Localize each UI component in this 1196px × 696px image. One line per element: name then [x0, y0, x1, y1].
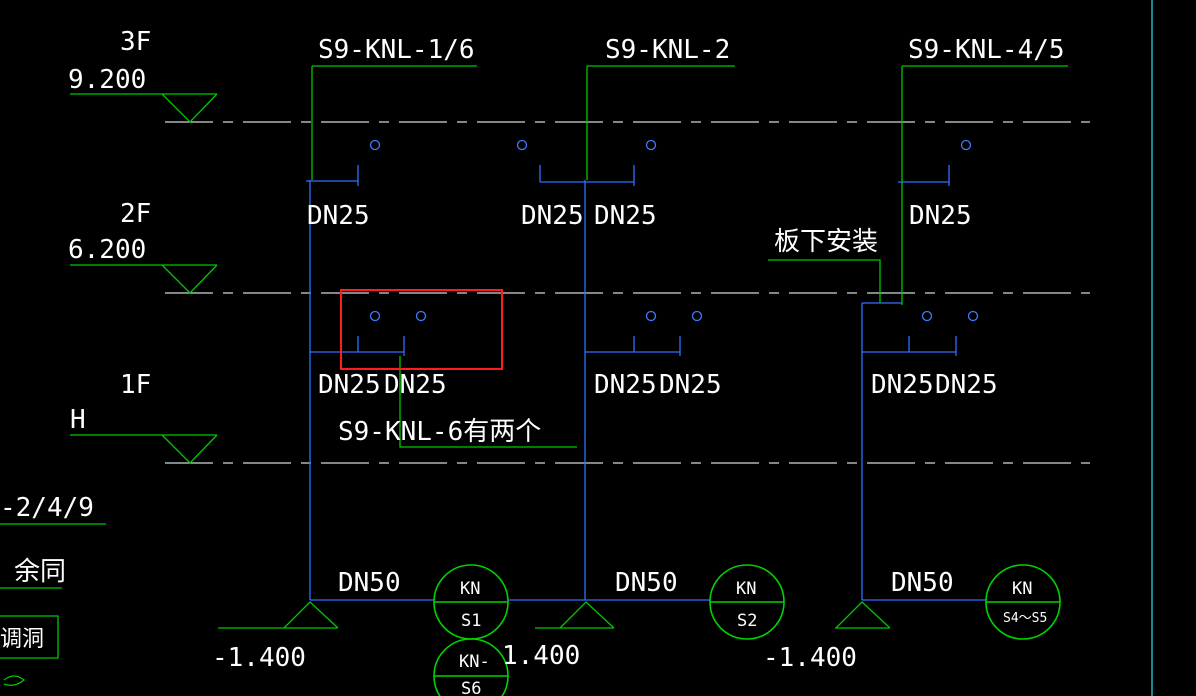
elevation-symbol-2f: [70, 264, 218, 294]
sprinkler-r2-1f-b: [691, 310, 703, 322]
under-slab-note: 板下安装: [774, 227, 878, 257]
kn-node-r3-bottom: S4～S5: [1003, 611, 1047, 626]
under-slab-leader: [768, 259, 881, 303]
highlight-box: [340, 289, 503, 370]
kn-node-r3: [985, 564, 1061, 640]
dn-r1-1f-a: DN25: [318, 370, 381, 400]
s6-elev: 1.400: [502, 641, 580, 671]
dn-r2-main: DN50: [615, 568, 678, 598]
dn-r1-2f: DN25: [307, 201, 370, 231]
riser-2: [508, 65, 735, 601]
riser-2-label: S9-KNL-2: [605, 35, 730, 65]
dn-r3-2f: DN25: [909, 201, 972, 231]
dn-r2-2f-right: DN25: [594, 201, 657, 231]
riser-1: [306, 65, 477, 601]
base-elev-r1: -1.400: [212, 643, 306, 673]
kn-node-r2-top: KN: [736, 579, 756, 599]
left-same-note: 余同: [14, 557, 66, 587]
sprinkler-r2-2f-a: [516, 139, 528, 151]
floor-elev-2f: 6.200: [68, 235, 146, 265]
dn-r2-1f-b: DN25: [659, 370, 722, 400]
kn-node-s6-bottom: S6: [461, 679, 481, 696]
floor-elev-3f: 9.200: [68, 65, 146, 95]
knl6-note: S9-KNL-6有两个: [338, 417, 541, 447]
sprinkler-r1-2f: [369, 139, 381, 151]
elevation-symbol-1f: [70, 434, 218, 464]
sprinkler-r3-1f-a: [921, 310, 933, 322]
floor-name-1f: 1F: [120, 370, 151, 400]
base-elev-r2: -1.400: [763, 643, 857, 673]
dn-r3-1f-b: DN25: [935, 370, 998, 400]
dn-r1-main: DN50: [338, 568, 401, 598]
floor-name-3f: 3F: [120, 27, 151, 57]
dn-r2-2f-left: DN25: [521, 201, 584, 231]
dn-r3-main: DN50: [891, 568, 954, 598]
sprinkler-r3-1f-b: [967, 310, 979, 322]
knl6-leader: [399, 356, 577, 448]
kn-node-s6: [433, 638, 509, 696]
sprinkler-r2-2f-b: [645, 139, 657, 151]
riser-3-base: [835, 601, 891, 629]
kn-node-r3-top: KN: [1012, 579, 1032, 599]
kn-node-r1-top: KN: [460, 579, 480, 599]
sprinkler-r1-1f-a: [369, 310, 381, 322]
dn-r1-1f-b: DN25: [384, 370, 447, 400]
dn-r2-1f-a: DN25: [594, 370, 657, 400]
left-partial-mark: [3, 675, 26, 686]
riser-1-label: S9-KNL-1/6: [318, 35, 475, 65]
riser-1-base: [218, 601, 339, 629]
elevation-symbol-3f: [70, 93, 218, 123]
floor-elev-1f: H: [70, 405, 86, 435]
left-box: [0, 615, 59, 659]
sprinkler-r3-2f: [960, 139, 972, 151]
kn-node-r1-bottom: S1: [461, 611, 481, 631]
riser-3: [861, 65, 1068, 601]
left-boxed-note: 调洞: [0, 627, 44, 652]
left-code: -2/4/9: [0, 493, 94, 523]
sprinkler-r2-1f-a: [645, 310, 657, 322]
kn-node-r2: [709, 564, 785, 640]
floor-name-2f: 2F: [120, 199, 151, 229]
sprinkler-r1-1f-b: [415, 310, 427, 322]
riser-2-base: [535, 601, 615, 629]
kn-node-r2-bottom: S2: [737, 611, 757, 631]
kn-node-s6-top: KN-: [459, 652, 490, 672]
dn-r3-1f-a: DN25: [871, 370, 934, 400]
riser-3-label: S9-KNL-4/5: [908, 35, 1065, 65]
